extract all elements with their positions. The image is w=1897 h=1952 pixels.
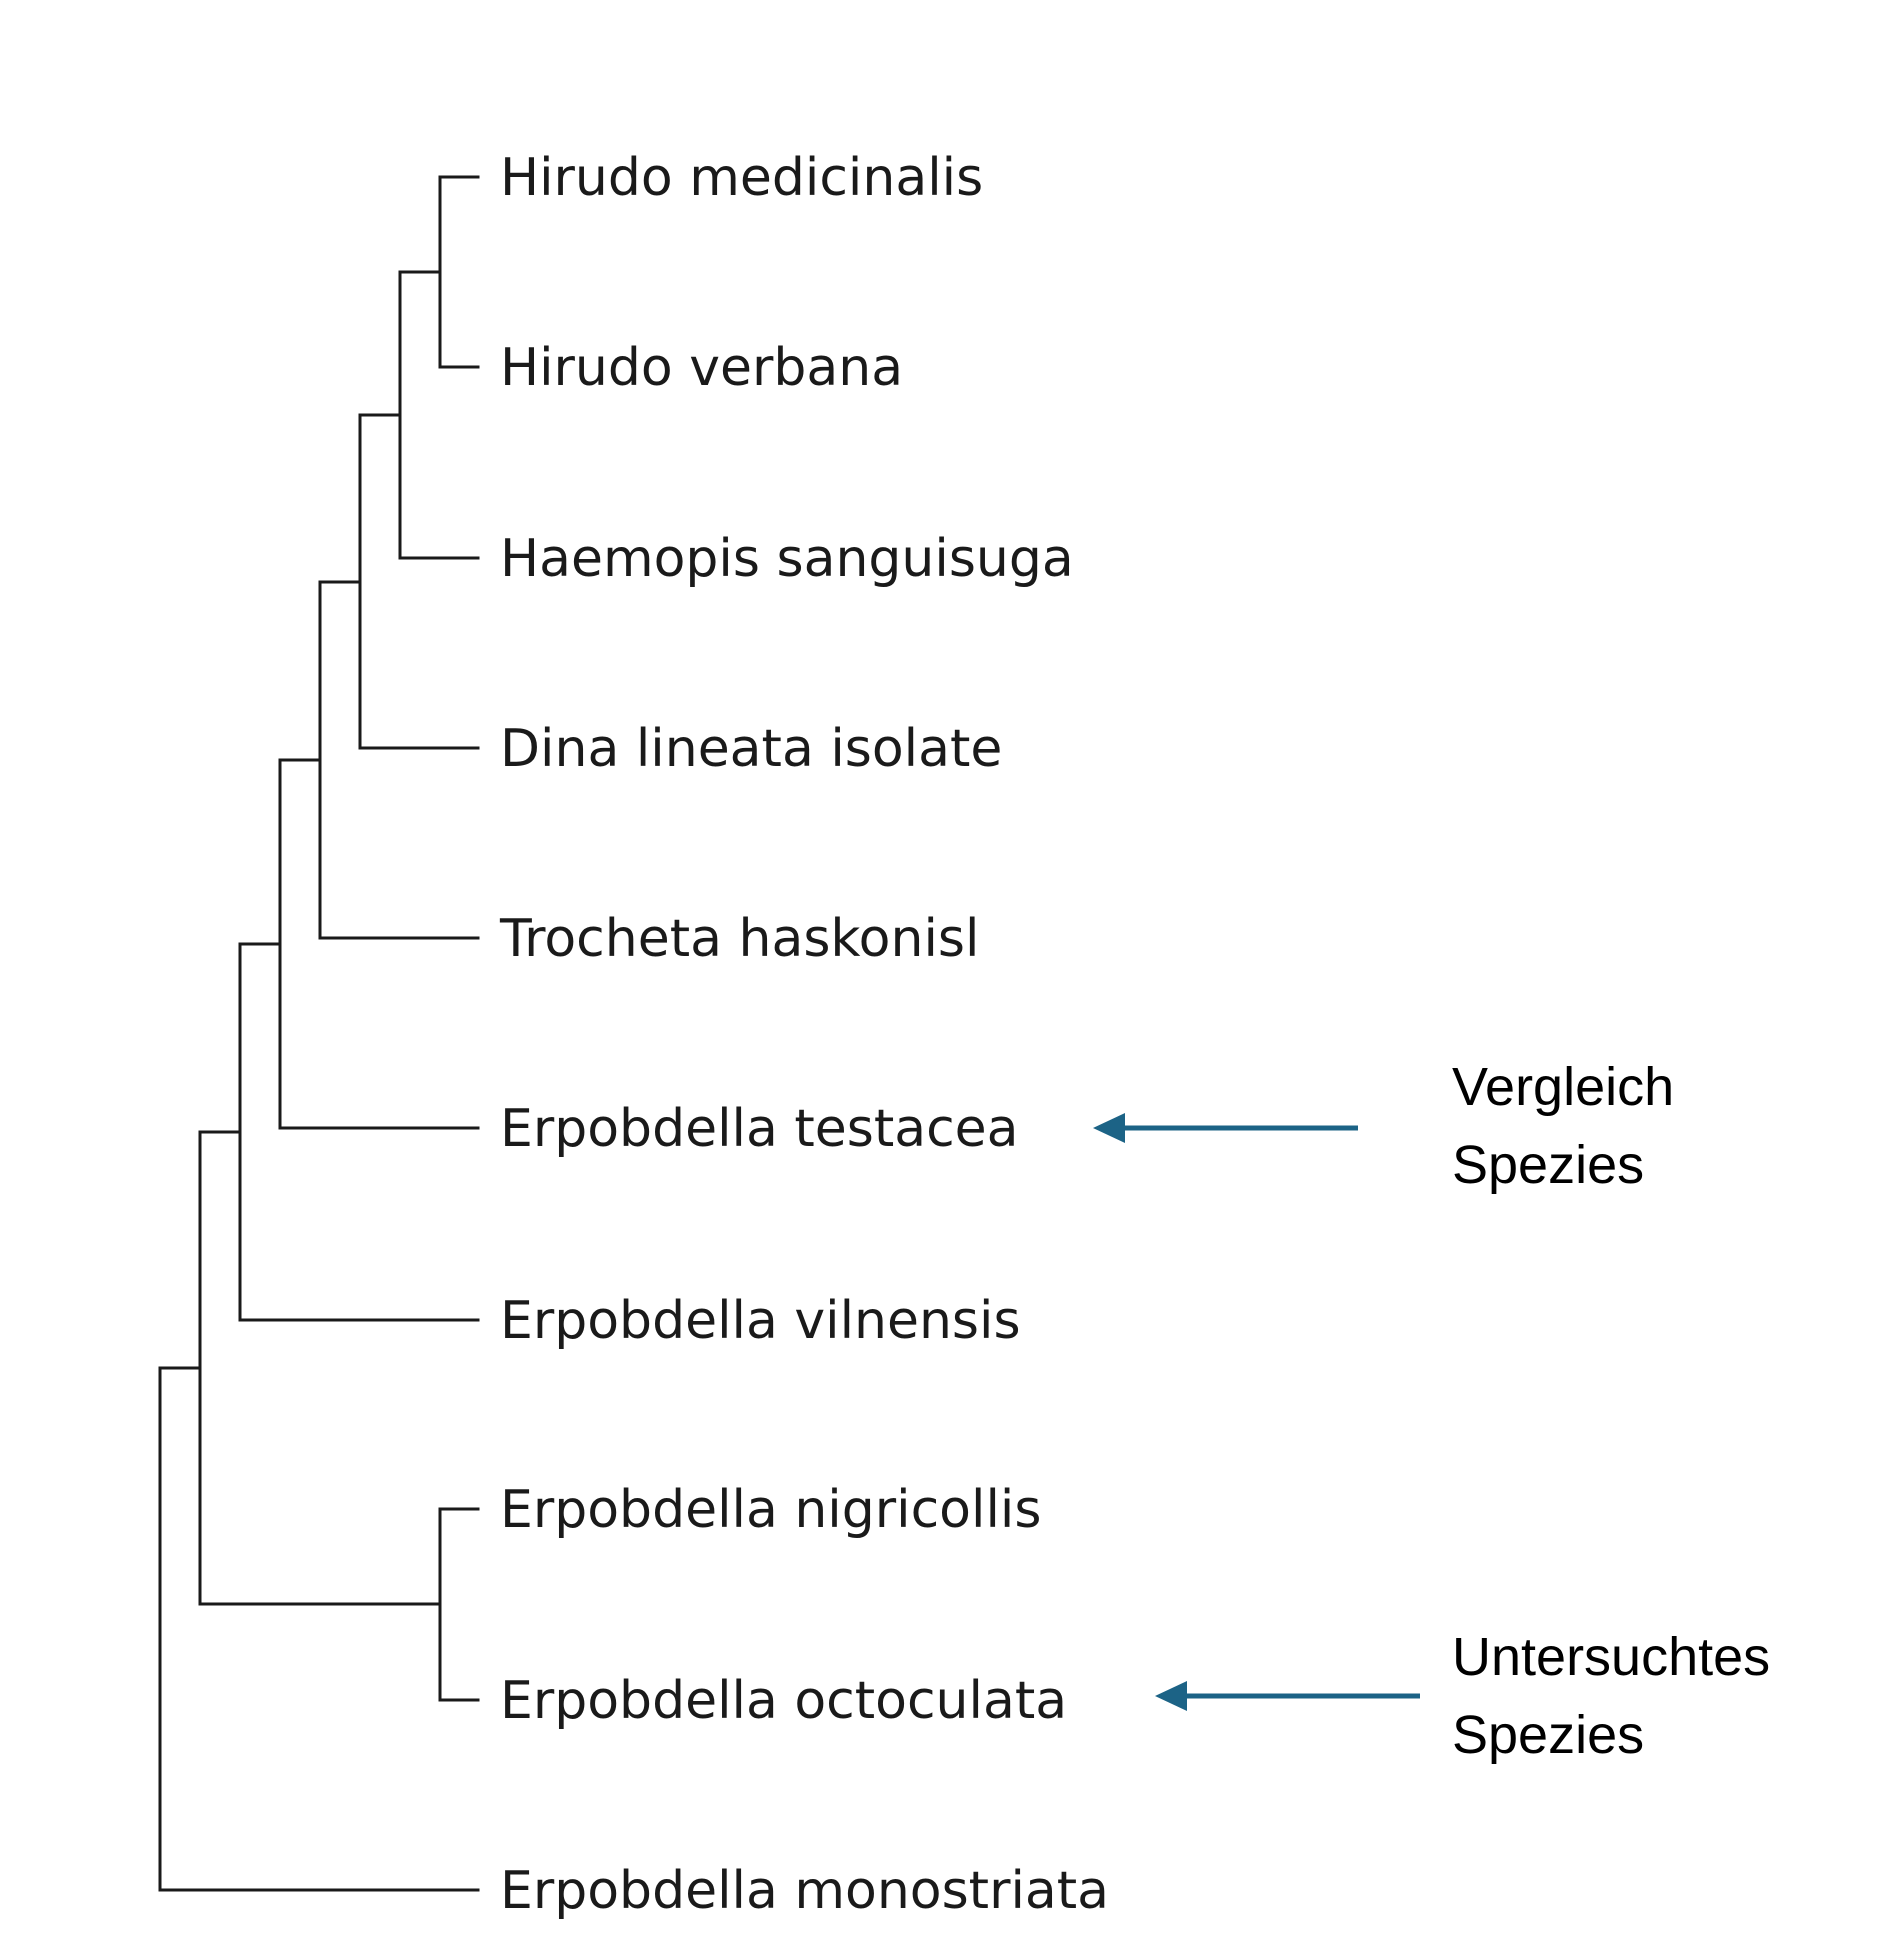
arrow-left-icon <box>1093 1113 1125 1143</box>
taxon-label: Erpobdella testacea <box>500 1099 1019 1159</box>
branch-clade-with-erpobdella-pair <box>198 1130 442 1606</box>
annotation-label: Untersuchtes <box>1452 1627 1770 1687</box>
annotation-studied: Untersuchtes Spezies <box>1155 1627 1770 1765</box>
branch-root <box>158 1366 480 1892</box>
taxon-label: Dina lineata isolate <box>500 719 1002 779</box>
branch-clade-with-dina <box>358 413 480 750</box>
branch-clade-nigricollis-octoculata <box>438 1507 480 1702</box>
branch-clade-with-vilnensis <box>238 942 480 1322</box>
taxon-label: Hirudo verbana <box>500 338 903 398</box>
arrow-left-icon <box>1155 1681 1187 1711</box>
taxon-label: Erpobdella monostriata <box>500 1861 1109 1921</box>
taxon-labels: Hirudo medicinalis Hirudo verbana Haemop… <box>499 148 1109 1921</box>
taxon-label: Erpobdella octoculata <box>500 1671 1067 1731</box>
taxon-label: Hirudo medicinalis <box>500 148 983 208</box>
taxon-label: Haemopis sanguisuga <box>500 529 1074 589</box>
tree-branches <box>158 175 480 1892</box>
branch-clade-with-testacea <box>278 758 480 1130</box>
annotation-comparison: Vergleich Spezies <box>1093 1057 1674 1195</box>
taxon-label: Trocheta haskonisl <box>499 909 979 969</box>
branch-clade-with-trocheta <box>318 580 480 940</box>
taxon-label: Erpobdella vilnensis <box>500 1291 1021 1351</box>
branch-clade-hirudo <box>438 175 480 369</box>
taxon-label: Erpobdella nigricollis <box>500 1480 1041 1540</box>
annotation-label: Vergleich <box>1452 1057 1674 1117</box>
annotation-label: Spezies <box>1452 1705 1644 1765</box>
annotation-label: Spezies <box>1452 1135 1644 1195</box>
